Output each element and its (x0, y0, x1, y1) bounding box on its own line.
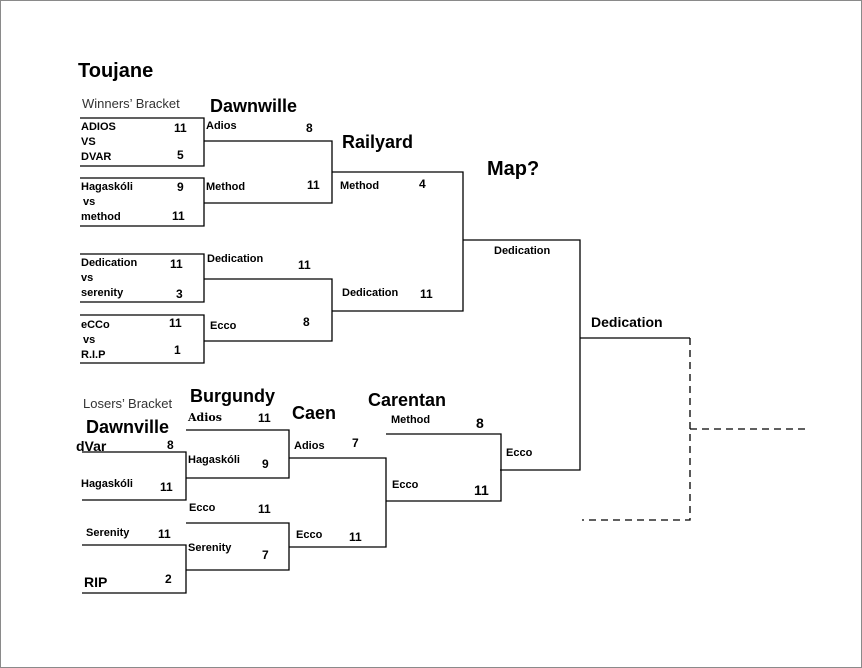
lb-r3-score-a: 7 (352, 436, 359, 450)
lb-r4-box (386, 433, 502, 502)
wb-r2-m1-score-b: 11 (307, 178, 320, 192)
wb-r1-m4-vs: vs (83, 334, 96, 346)
wb-r1-m3-team-a: Dedication (81, 257, 138, 269)
wb-r1-m2-team-a: Hagaskóli (81, 181, 133, 193)
lb-r1-m2-team-a: Serenity (86, 527, 130, 539)
lb-r1-m2-score-a: 11 (158, 527, 171, 541)
wb-final-box (463, 239, 581, 471)
wb-r1-m1-score-a: 11 (174, 121, 187, 135)
wb-r2-m2-box (204, 278, 333, 342)
lb-r4-score-a: 8 (476, 415, 484, 431)
wb-r3-map: Railyard (342, 132, 414, 152)
lb-r2-m2-score-a: 11 (258, 502, 271, 516)
wb-r2-m1-box (204, 140, 333, 204)
gf-dashed-box (582, 338, 691, 521)
wb-r1-m1-team-b: DVAR (81, 151, 112, 163)
wb-r1-m2-vs: vs (83, 196, 96, 208)
lb-r2-m1-score-a: 11 (258, 411, 271, 425)
wb-r1-m1-vs: VS (81, 136, 96, 148)
lb-r4-team-b: Ecco (392, 479, 419, 491)
wb-r2-m2-team-a: Dedication (207, 253, 264, 265)
wb-r2-map: Dawnwille (210, 96, 298, 116)
wb-r2-m2-score-b: 8 (303, 315, 310, 329)
wb-r2-m1-score-a: 8 (306, 121, 313, 135)
wb-r1-m2-box (80, 177, 205, 227)
wb-r1-m4-team-a: eCCo (81, 319, 110, 331)
wb-r3-box (332, 171, 464, 312)
lb-r2-m1-team-a: Adios (188, 411, 222, 424)
lb-r1-m2-score-b: 2 (165, 572, 172, 586)
lb-r1-m1-team-b: Hagaskóli (81, 478, 133, 490)
lb-r3-map: Caen (292, 403, 337, 423)
lb-r1-m1-score-b: 11 (160, 480, 173, 494)
lb-r2-m1-score-b: 9 (262, 457, 269, 471)
lb-r3-team-a: Adios (294, 440, 325, 452)
wb-r1-m3-score-b: 3 (176, 287, 183, 301)
lb-r3-score-b: 11 (349, 530, 362, 544)
losers-bracket-label: Losers’ Bracket (83, 396, 173, 411)
wb-r3-team-a: Method (340, 180, 380, 192)
lb-r1-m1-team-a: dVar (76, 438, 107, 454)
wb-r2-m1-team-a: Adios (206, 120, 237, 132)
lb-r2-m2-team-a: Ecco (189, 502, 216, 514)
lb-r1-m1-score-a: 8 (167, 438, 174, 452)
lb-r3-box (289, 457, 387, 548)
wb-winner: Dedication (494, 245, 551, 257)
wb-r1-m4-score-b: 1 (174, 343, 181, 357)
wb-r1-m1-box (80, 117, 205, 167)
lb-r4-score-b: 11 (474, 482, 489, 498)
wb-r1-m3-box (80, 253, 205, 303)
tournament-title: Toujane (78, 60, 154, 82)
wb-r1-m1-team-a: ADIOS (81, 121, 116, 133)
lb-r4-map: Carentan (368, 390, 447, 410)
wb-r1-m3-score-a: 11 (170, 257, 183, 271)
wb-r1-m2-score-a: 9 (177, 180, 184, 194)
lb-r4-team-a: Method (391, 414, 431, 426)
wb-r1-m3-team-b: serenity (81, 287, 124, 299)
wb-r3-team-b: Dedication (342, 287, 399, 299)
final-map-label: Map? (487, 158, 540, 180)
wb-r1-m2-team-b: method (81, 211, 121, 223)
lb-r1-m2-team-b: RIP (84, 574, 108, 590)
lb-r2-map: Burgundy (190, 386, 275, 406)
lb-r2-m2-score-b: 7 (262, 548, 269, 562)
lb-r2-m1-box (186, 429, 290, 479)
lb-r2-m2-team-b: Serenity (188, 542, 232, 554)
wb-r2-m2-team-b: Ecco (210, 320, 237, 332)
wb-r1-m2-score-b: 11 (172, 209, 185, 223)
lb-r1-m1-box (82, 451, 187, 501)
lb-r2-m1-team-b: Hagaskóli (188, 454, 240, 466)
lb-r1-m2-box (82, 544, 187, 594)
wb-r1-m4-score-a: 11 (169, 316, 182, 330)
lb-r3-team-b: Ecco (296, 529, 323, 541)
wb-r3-score-a: 4 (419, 177, 426, 191)
lb-r1-map: Dawnville (86, 417, 170, 437)
winners-bracket-label: Winners’ Bracket (82, 96, 180, 111)
wb-r2-m1-team-b: Method (206, 181, 246, 193)
wb-r2-m2-score-a: 11 (298, 258, 311, 272)
wb-r3-score-b: 11 (420, 287, 433, 301)
wb-r1-m1-score-b: 5 (177, 148, 184, 162)
lb-winner: Ecco (506, 447, 533, 459)
wb-r1-m4-box (80, 314, 205, 364)
wb-r1-m4-team-b: R.I.P (81, 349, 106, 361)
grand-final-team: Dedication (591, 314, 663, 330)
wb-r1-m3-vs: vs (81, 272, 94, 284)
